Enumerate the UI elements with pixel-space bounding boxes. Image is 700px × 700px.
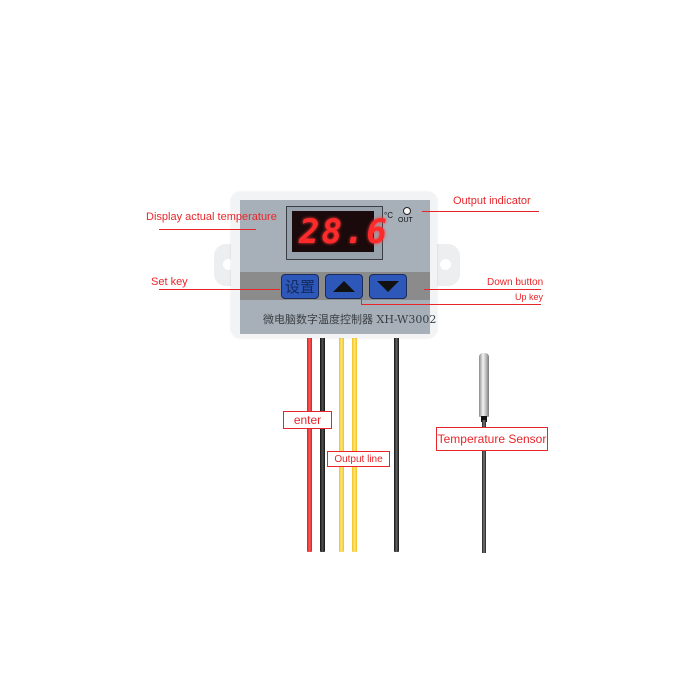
callout-enter: enter xyxy=(283,411,332,429)
led-display: 28.6 xyxy=(292,211,387,252)
temperature-sensor-probe xyxy=(479,353,489,417)
set-button[interactable]: 设置 xyxy=(281,274,319,299)
temperature-reading: 28.6 xyxy=(299,212,389,252)
callout-up-key: Up key xyxy=(515,292,544,302)
callout-line xyxy=(361,299,362,304)
callout-down-button: Down button xyxy=(487,277,544,288)
output-led-icon xyxy=(403,207,411,215)
callout-output-indicator: Output indicator xyxy=(453,195,531,207)
callout-line xyxy=(159,229,256,230)
wire-black xyxy=(394,330,399,552)
callout-temperature-sensor: Temperature Sensor xyxy=(436,427,548,451)
output-led-label: OUT xyxy=(398,217,413,224)
celsius-unit: °C xyxy=(384,211,393,220)
wire-yellow xyxy=(352,330,357,552)
triangle-up-icon xyxy=(333,281,355,292)
callout-set-key: Set key xyxy=(151,276,188,288)
triangle-down-icon xyxy=(377,281,399,292)
sensor-collar xyxy=(481,416,487,422)
wire-yellow xyxy=(339,330,344,552)
sensor-cable xyxy=(482,420,486,553)
callout-display-actual-temperature: Display actual temperature xyxy=(146,211,277,223)
model-text: 微电脑数字温度控制器 XH-W3002 xyxy=(263,313,437,326)
wire-black xyxy=(320,330,325,552)
mounting-hole xyxy=(223,259,234,270)
wire-red xyxy=(307,330,312,552)
callout-line xyxy=(422,211,539,212)
set-button-label: 设置 xyxy=(284,278,315,296)
callout-line xyxy=(361,304,541,305)
callout-line xyxy=(424,289,541,290)
callout-line xyxy=(159,289,280,290)
mounting-hole xyxy=(440,259,451,270)
up-button[interactable] xyxy=(325,274,363,299)
callout-output-line: Output line xyxy=(327,451,390,467)
down-button[interactable] xyxy=(369,274,407,299)
